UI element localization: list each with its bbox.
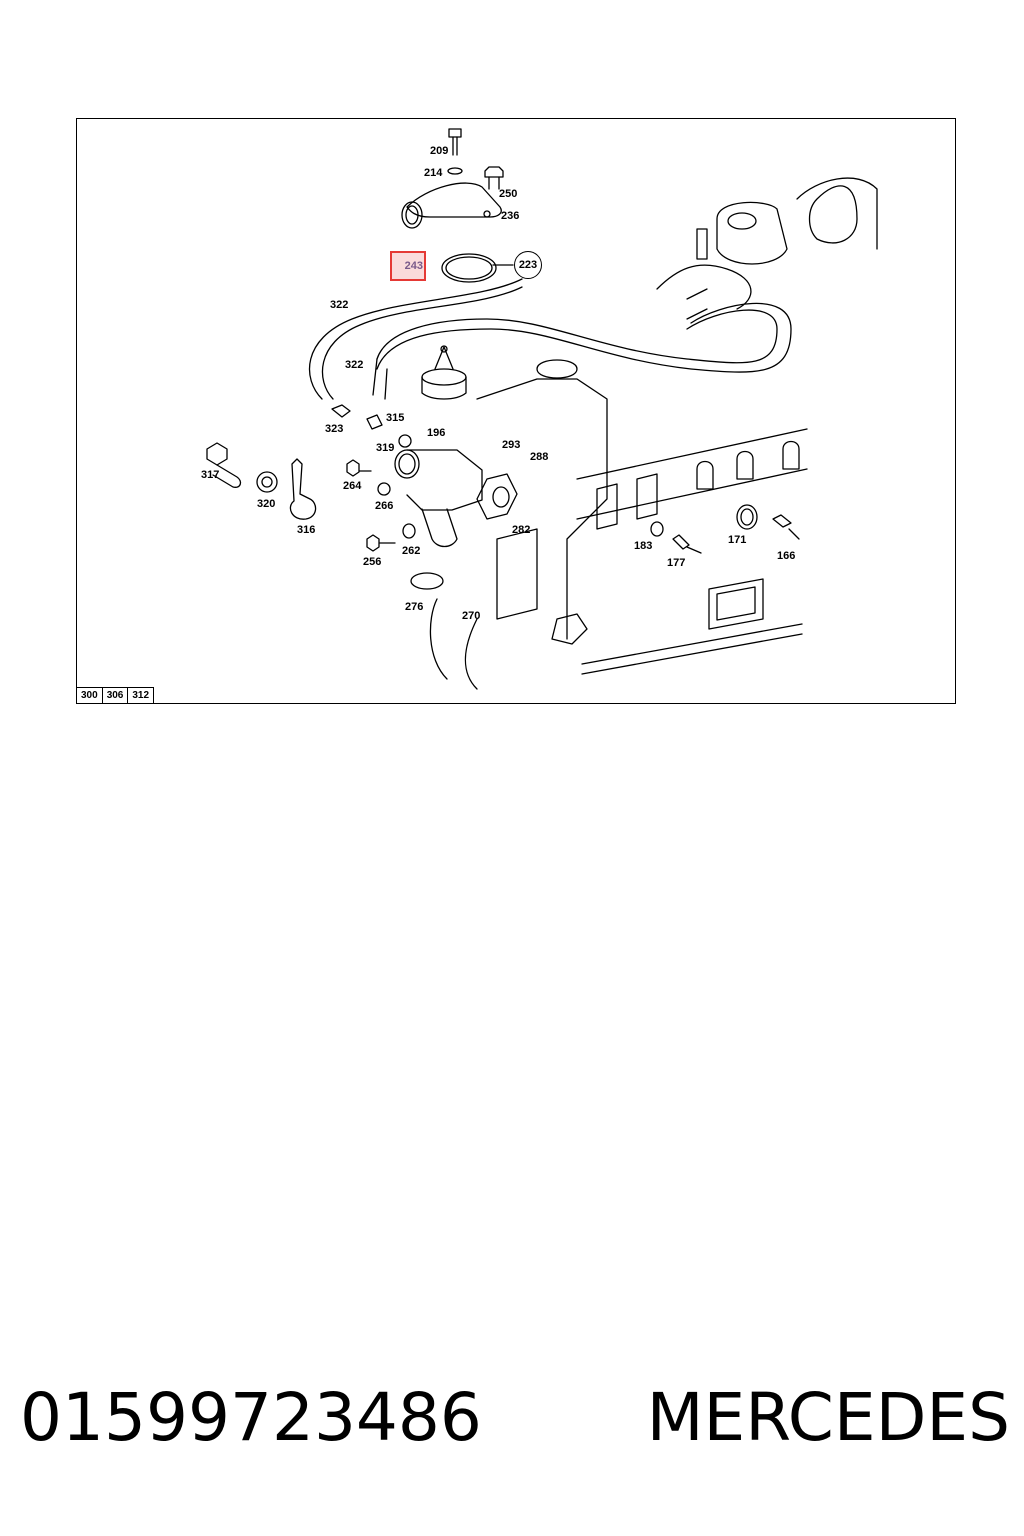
callout-166[interactable]: 166 [777,550,796,562]
callout-183[interactable]: 183 [634,540,653,552]
callout-288[interactable]: 288 [530,451,549,463]
sensor-parts-drawing [650,504,800,554]
callout-323[interactable]: 323 [325,423,344,435]
callout-276[interactable]: 276 [405,601,424,613]
page-reference-tabs: 300 306 312 [76,687,155,704]
page-ref-306[interactable]: 306 [101,687,129,704]
small-parts-drawing [206,404,444,590]
callout-214[interactable]: 214 [424,167,443,179]
upper-right-components-drawing [656,177,878,320]
callout-196[interactable]: 196 [427,427,446,439]
brand-name: MERCEDES [646,1379,1010,1456]
callout-293[interactable]: 293 [502,439,521,451]
callout-322-upper[interactable]: 322 [330,299,349,311]
callout-171[interactable]: 171 [728,534,747,546]
callout-266[interactable]: 266 [375,500,394,512]
callout-177[interactable]: 177 [667,557,686,569]
footer-caption: 01599723486 MERCEDES [20,1378,1010,1458]
callout-315[interactable]: 315 [386,412,405,424]
hose-drawing [308,278,792,400]
callout-319[interactable]: 319 [376,442,395,454]
page-ref-300[interactable]: 300 [76,687,103,704]
callout-270[interactable]: 270 [462,610,481,622]
gasket-ring-drawing [441,253,497,283]
highlighted-part-243[interactable]: 243 [390,251,426,281]
thermostat-drawing [421,345,467,400]
callout-282[interactable]: 282 [512,524,531,536]
callout-236[interactable]: 236 [501,210,520,222]
callout-209[interactable]: 209 [430,145,449,157]
callout-320[interactable]: 320 [257,498,276,510]
engine-line-drawing [206,128,878,690]
callout-262[interactable]: 262 [402,545,421,557]
parts-diagram: 209 214 250 236 243 223 322 322 323 315 … [76,118,956,704]
part-number: 01599723486 [20,1379,482,1456]
callout-256[interactable]: 256 [363,556,382,568]
fitting-196-drawing [394,449,518,548]
callout-322-lower[interactable]: 322 [345,359,364,371]
callout-264[interactable]: 264 [343,480,362,492]
callout-317[interactable]: 317 [201,469,220,481]
callout-316[interactable]: 316 [297,524,316,536]
page-ref-312[interactable]: 312 [127,687,155,704]
engine-block-drawing [429,359,808,690]
callout-223[interactable]: 223 [514,251,542,279]
thermostat-cover-drawing [401,128,504,229]
callout-250[interactable]: 250 [499,188,518,200]
